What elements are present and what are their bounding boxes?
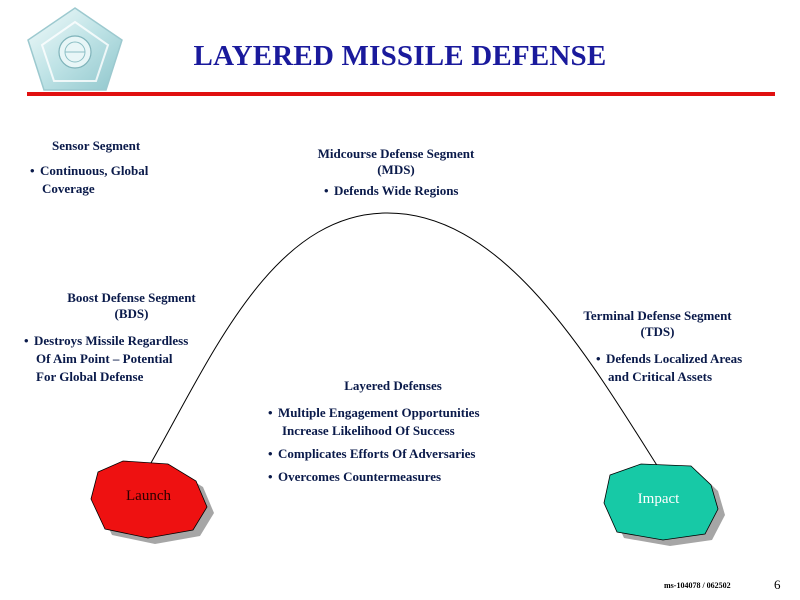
launch-label: Launch <box>126 488 171 504</box>
layered-defenses-title: Layered Defenses <box>344 378 442 393</box>
terminal-segment-abbrev: (TDS) <box>640 324 675 339</box>
page-number: 6 <box>774 577 781 592</box>
impact-label: Impact <box>637 491 680 507</box>
terminal-bullet-continuation: and Critical Assets <box>608 369 712 384</box>
layered-bullet: •Overcomes Countermeasures <box>268 469 442 484</box>
title-divider <box>27 92 775 96</box>
midcourse-segment-abbrev: (MDS) <box>377 162 415 177</box>
layered-defenses: Layered Defenses •Multiple Engagement Op… <box>268 378 548 486</box>
layered-bullet-continuation: Increase Likelihood Of Success <box>282 423 455 438</box>
boost-segment-abbrev: (BDS) <box>114 306 149 321</box>
sensor-bullet-continuation: Coverage <box>42 181 95 196</box>
sensor-segment: Sensor Segment •Continuous, Global Cover… <box>30 138 220 198</box>
layered-bullet: •Multiple Engagement Opportunities <box>268 405 480 420</box>
midcourse-bullet: •Defends Wide Regions <box>324 183 459 198</box>
midcourse-segment-title: Midcourse Defense Segment <box>317 146 475 161</box>
page-title: LAYERED MISSILE DEFENSE <box>193 40 607 72</box>
layered-bullet: •Complicates Efforts Of Adversaries <box>268 446 476 461</box>
missile-trajectory-arc <box>146 212 666 479</box>
launch-node-shape <box>90 460 208 539</box>
slide-code: ms-104078 / 062502 <box>664 581 731 590</box>
terminal-bullet: •Defends Localized Areas <box>596 351 743 366</box>
boost-segment: Boost Defense Segment (BDS) •Destroys Mi… <box>24 290 239 386</box>
boost-bullet-continuation-2: For Global Defense <box>36 369 144 384</box>
sensor-segment-title: Sensor Segment <box>52 138 141 153</box>
terminal-segment-title: Terminal Defense Segment <box>583 308 732 323</box>
boost-bullet: •Destroys Missile Regardless <box>24 333 189 348</box>
sensor-bullet: •Continuous, Global <box>30 163 149 178</box>
boost-bullet-continuation-1: Of Aim Point – Potential <box>36 351 173 366</box>
boost-segment-title: Boost Defense Segment <box>67 290 196 305</box>
midcourse-segment: Midcourse Defense Segment (MDS) •Defends… <box>286 146 506 200</box>
impact-node-shape <box>603 463 719 541</box>
terminal-segment: Terminal Defense Segment (TDS) •Defends … <box>560 308 780 386</box>
